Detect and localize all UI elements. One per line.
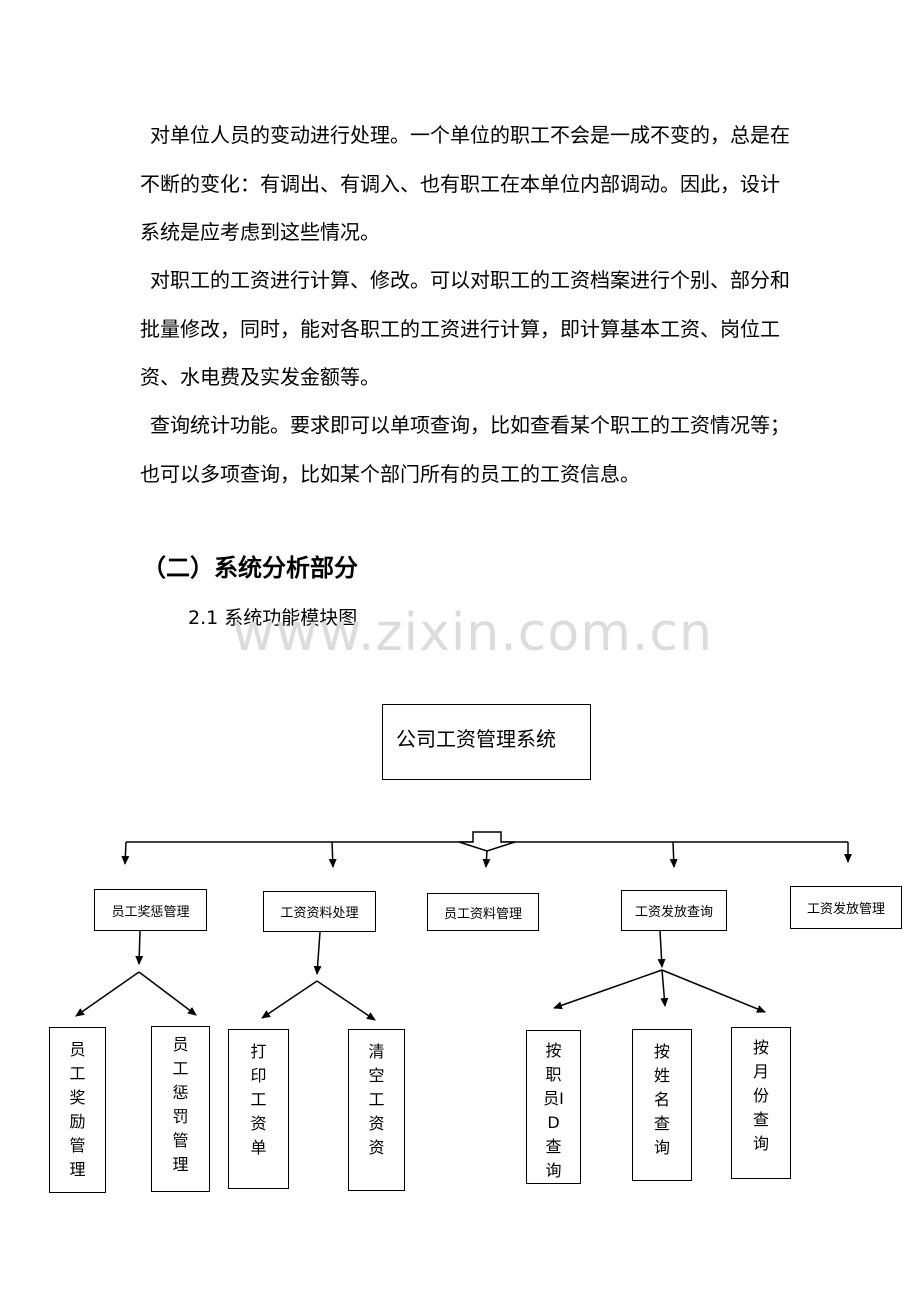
leaf-query-by-month-label: 按月份查询: [753, 1038, 770, 1153]
leaf-punish-mgmt-label: 员工惩罚管理: [172, 1035, 189, 1174]
leaf-clear-wage: 清空工资资: [348, 1029, 405, 1191]
leaf-query-by-name-label: 按姓名查询: [654, 1042, 671, 1157]
root-label: 公司工资管理系统: [396, 727, 556, 751]
module-reward-label: 员工奖惩管理: [111, 904, 190, 920]
module-wage-process: 工资资料处理: [263, 891, 376, 932]
section-subheading: 2.1 系统功能模块图: [188, 607, 358, 629]
module-pay-query-label: 工资发放查询: [634, 905, 713, 920]
paragraph-wage-calculation: 对职工的工资进行计算、修改。可以对职工的工资档案进行个别、部分和批量修改，同时，…: [140, 268, 790, 389]
module-pay-manage: 工资发放管理: [790, 886, 902, 929]
module-staff-info: 员工资料管理: [427, 893, 539, 931]
section-heading: （二）系统分析部分: [142, 554, 358, 582]
module-staff-info-label: 员工资料管理: [443, 906, 522, 922]
leaf-query-by-id: 按职员ID查询: [526, 1030, 581, 1184]
watermark: www.zixin.com.cn: [232, 603, 713, 663]
leaf-print-slip: 打印工资单: [228, 1029, 289, 1189]
paragraph-staff-changes: 对单位人员的变动进行处理。一个单位的职工不会是一成不变的，总是在不断的变化：有调…: [140, 123, 790, 244]
module-pay-query: 工资发放查询: [621, 890, 727, 931]
root-node: 公司工资管理系统: [382, 704, 591, 780]
leaf-punish-mgmt: 员工惩罚管理: [151, 1026, 210, 1192]
leaf-reward-mgmt: 员工奖励管理: [49, 1027, 106, 1193]
leaf-query-by-month: 按月份查询: [731, 1027, 791, 1179]
module-reward: 员工奖惩管理: [94, 889, 207, 931]
leaf-clear-wage-label: 清空工资资: [368, 1042, 385, 1157]
leaf-query-by-name: 按姓名查询: [632, 1029, 692, 1181]
module-wage-process-label: 工资资料处理: [280, 906, 359, 921]
module-pay-manage-label: 工资发放管理: [806, 902, 885, 917]
paragraph-query-statistics: 查询统计功能。要求即可以单项查询，比如查看某个职工的工资情况等；也可以多项查询，…: [140, 413, 790, 486]
leaf-reward-mgmt-label: 员工奖励管理: [69, 1040, 86, 1179]
leaf-query-by-id-label: 按职员ID查询: [543, 1041, 564, 1180]
leaf-print-slip-label: 打印工资单: [250, 1042, 267, 1157]
